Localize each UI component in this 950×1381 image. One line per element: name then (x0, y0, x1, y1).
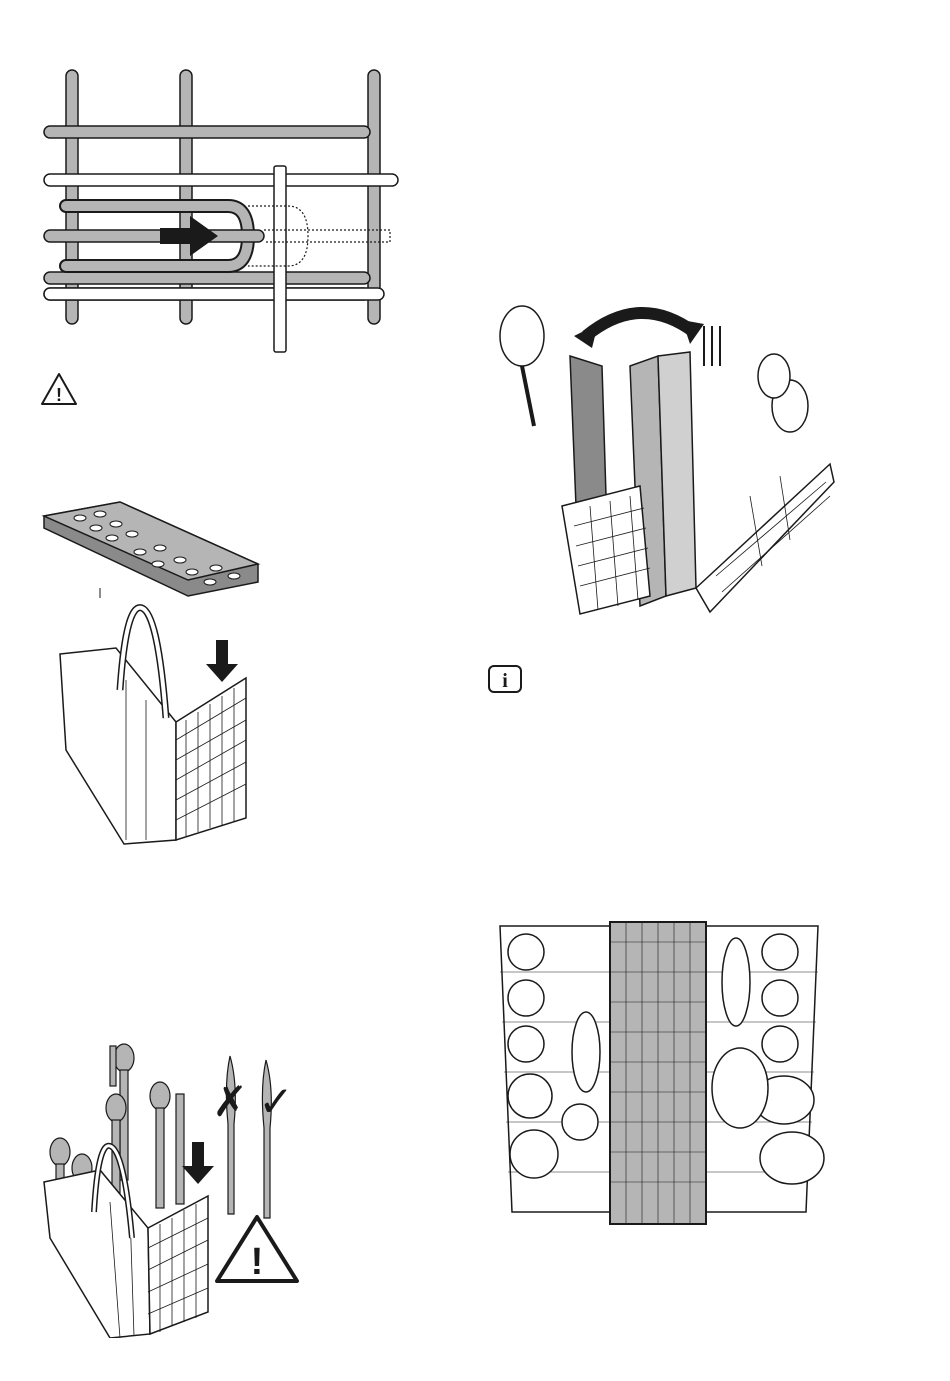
info-glyph: i (502, 670, 508, 692)
wire-rack-slide-illustration (38, 66, 400, 356)
correct-mark: ✓ (258, 1077, 293, 1126)
warning-triangle-icon: ! (214, 1214, 300, 1284)
info-icon: i (487, 664, 523, 694)
warning-triangle-icon: ! (40, 372, 78, 406)
warning-glyph: ! (56, 385, 62, 405)
cutlery-grid-insert-illustration (40, 498, 262, 598)
loaded-rack-top-view-illustration (486, 912, 832, 1232)
wrong-mark: ✗ (212, 1077, 247, 1126)
basket-insert-illustration (56, 600, 256, 846)
warning-glyph: ! (251, 1241, 264, 1283)
knife-orientation-illustration: ✗ ✓ (210, 1054, 294, 1220)
folding-cutlery-basket-illustration (490, 296, 846, 616)
loaded-cutlery-basket-illustration (40, 1042, 220, 1338)
